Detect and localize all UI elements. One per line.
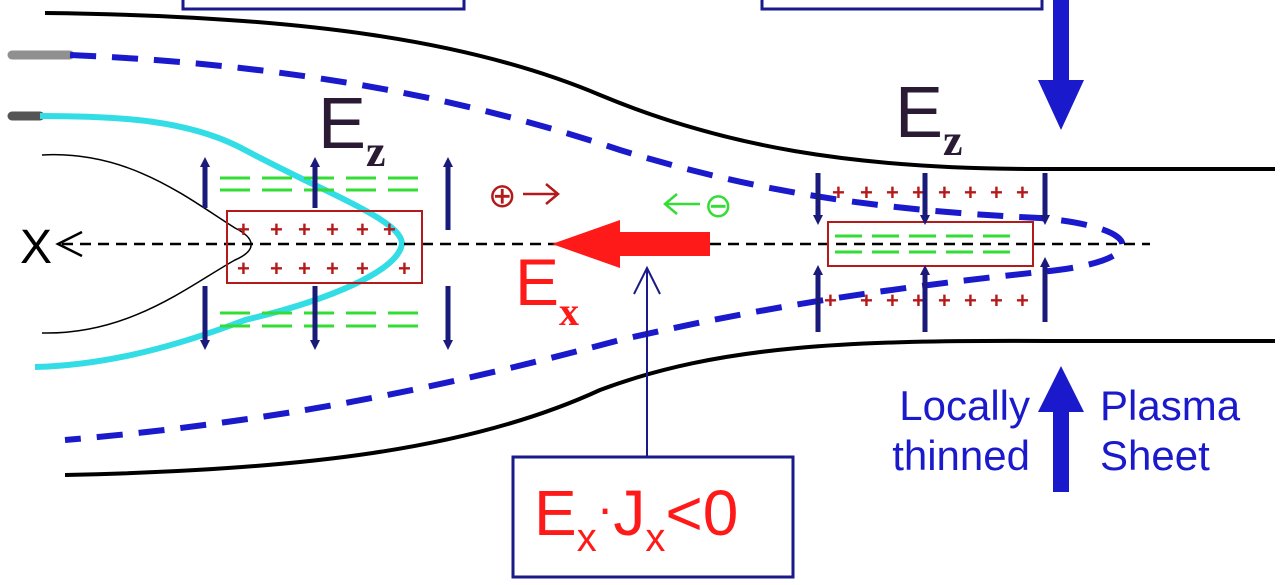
thin-field-line: [42, 155, 251, 333]
ez-label-left: Ez: [318, 84, 386, 176]
svg-text:+: +: [398, 256, 411, 281]
thinning-arrow-down: [1038, 0, 1084, 130]
svg-text:+: +: [298, 217, 311, 242]
svg-text:+: +: [298, 256, 311, 281]
svg-text:+: +: [237, 256, 250, 281]
svg-text:+: +: [824, 288, 837, 313]
svg-text:+: +: [990, 180, 1003, 205]
top-right-partial-box: [762, 0, 1042, 9]
svg-text:+: +: [326, 217, 339, 242]
left-plus-charges: + + + + + + + + + + + +: [237, 217, 411, 281]
positive-charge-arrow: [523, 184, 558, 204]
svg-text:+: +: [237, 217, 250, 242]
ex-label: Ex: [515, 245, 579, 334]
svg-text:+: +: [270, 217, 283, 242]
svg-text:+: +: [964, 288, 977, 313]
svg-text:+: +: [326, 256, 339, 281]
svg-text:+: +: [383, 217, 396, 242]
svg-text:+: +: [1016, 180, 1029, 205]
svg-text:+: +: [860, 288, 873, 313]
right-plus-charges-top: + + + + + + + +: [832, 180, 1029, 205]
formula-text: Ex·Jx<0: [534, 477, 738, 560]
ex-field-arrow: [552, 220, 710, 268]
svg-text:+: +: [938, 180, 951, 205]
svg-text:+: +: [270, 256, 283, 281]
top-left-partial-box: [183, 0, 464, 9]
svg-text:+: +: [860, 180, 873, 205]
negative-charge-arrow: [665, 194, 700, 214]
svg-text:+: +: [886, 180, 899, 205]
svg-text:+: +: [356, 217, 369, 242]
svg-text:+: +: [938, 288, 951, 313]
ez-label-right: Ez: [895, 73, 963, 165]
x-axis-label: X: [20, 221, 52, 274]
svg-text:+: +: [964, 180, 977, 205]
left-current-sheet: + + + + + + + + + + + + Ez: [205, 84, 448, 345]
plasma-sheet-arrow-up: [1038, 366, 1084, 492]
lower-boundary-curve: [65, 341, 1275, 475]
svg-text:+: +: [886, 288, 899, 313]
svg-text:+: +: [990, 288, 1003, 313]
negative-charge-symbol: ⊖: [704, 187, 733, 225]
positive-charge-symbol: ⊕: [488, 177, 517, 215]
svg-text:+: +: [832, 180, 845, 205]
svg-text:+: +: [1016, 288, 1029, 313]
svg-text:+: +: [356, 256, 369, 281]
